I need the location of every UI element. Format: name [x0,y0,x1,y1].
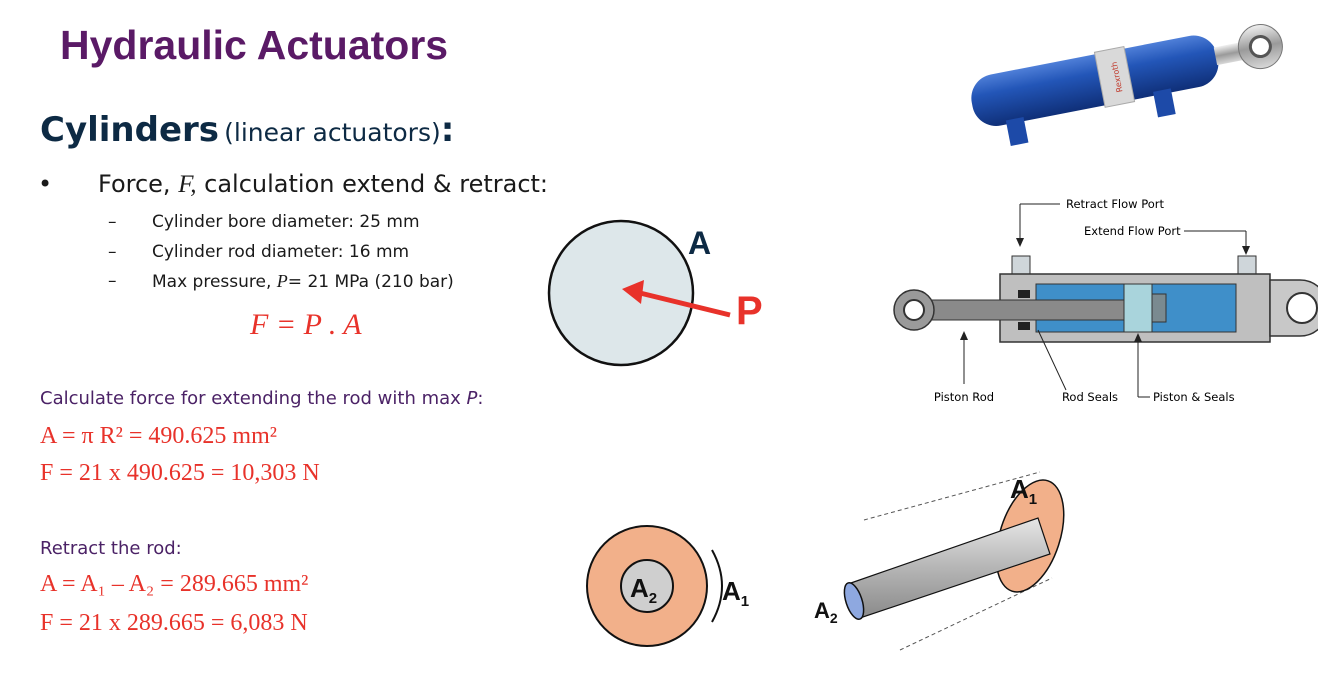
retract-port [1011,255,1031,275]
bullet-text-a: Force, [98,170,179,198]
arrowhead [1134,333,1142,342]
piston-rod [927,299,1137,321]
rod-area-circle [620,559,674,613]
sub-item-pressure-var: P [276,271,288,291]
dash-symbol: – [108,212,117,232]
subtitle-main: Cylinders [40,110,220,150]
bullet-force-calculation: Force, F, calculation extend & retract: [98,170,548,199]
bore-face-label: A1 [1010,474,1037,508]
sub-item-pressure-a: Max pressure, [152,272,277,292]
rod-seal [1018,322,1030,330]
rod-eye-hole [1248,35,1272,59]
retract-label: Retract the rod: [40,538,182,559]
extend-label-var: P [466,388,478,409]
hydraulic-cylinder-photo: Rexroth [971,24,1283,146]
retract-port-label: Retract Flow Port [1066,197,1165,211]
brand-label-band [1093,46,1136,108]
port-fitting-left [1005,117,1029,146]
dash-symbol: – [108,242,117,262]
rod-seals-label: Rod Seals [1062,390,1118,404]
cylinder-cross-section: Retract Flow Port Extend Flow Port Pisto… [893,197,1318,404]
arrowhead [1016,238,1024,247]
pressure-area-diagram: A P [547,219,763,367]
annulus-area-diagram: A2 A1 [586,525,749,647]
sub-item-pressure-b: = 21 MPa (210 bar) [287,272,454,292]
subtitle-colon: : [440,110,455,150]
pressure-arrow [639,290,731,318]
rear-clevis-hole [1286,292,1318,324]
piston [1123,283,1153,333]
dashed-guide [863,471,1041,521]
extend-port [1237,255,1257,275]
piston-seals-label: Piston & Seals [1153,390,1235,404]
bullet-var: F, [178,171,197,198]
retract-force-equation: F = 21 x 289.665 = 6,083 N [40,610,308,636]
extend-area-equation: A = π R² = 490.625 mm² [40,423,277,449]
rod-end-label: A2 [814,598,838,626]
sub-item-pressure: Max pressure, P= 21 MPa (210 bar) [152,271,454,292]
rod-area-label: A2 [630,573,657,607]
extend-force-equation: F = 21 x 490.625 = 10,303 N [40,460,320,486]
rod-seal [1018,290,1030,298]
extend-label: Calculate force for extending the rod wi… [40,388,483,409]
sub-item-rod: Cylinder rod diameter: 16 mm [152,242,410,262]
area-circle [547,219,695,367]
rod-end-face [843,582,865,620]
piston-rod-label: Piston Rod [934,390,994,404]
pressure-label: P [736,289,763,333]
arrowhead [1242,246,1250,255]
arrowhead [960,331,968,340]
subtitle-paren: (linear actuators) [224,118,441,147]
extend-label-b: : [477,388,484,409]
retract-area-equation: A = A₁ – A₂ = 289.665 mm² [40,571,309,597]
bore-area-label: A1 [722,576,749,610]
bracket-line [711,549,723,623]
rod-eye-hole [903,299,925,321]
pressure-arrowhead [622,280,644,304]
area-label: A [688,225,711,261]
extend-port-label: Extend Flow Port [1084,224,1181,238]
port-fitting-right [1153,88,1176,118]
extend-label-a: Calculate force for extending the rod wi… [40,388,467,409]
cylinder-barrel [971,35,1219,126]
bullet-symbol: • [38,170,53,198]
force-formula: F = P . A [250,308,362,341]
bullet-text-b: calculation extend & retract: [196,170,549,198]
section-subtitle: Cylinders (linear actuators): [40,110,454,150]
dash-symbol: – [108,271,117,291]
sub-item-bore: Cylinder bore diameter: 25 mm [152,212,420,232]
piston-nut [1151,293,1167,323]
rod-3d-diagram: A1 A2 [814,471,1065,651]
leader-line [1037,329,1067,391]
slide-title: Hydraulic Actuators [60,22,449,68]
